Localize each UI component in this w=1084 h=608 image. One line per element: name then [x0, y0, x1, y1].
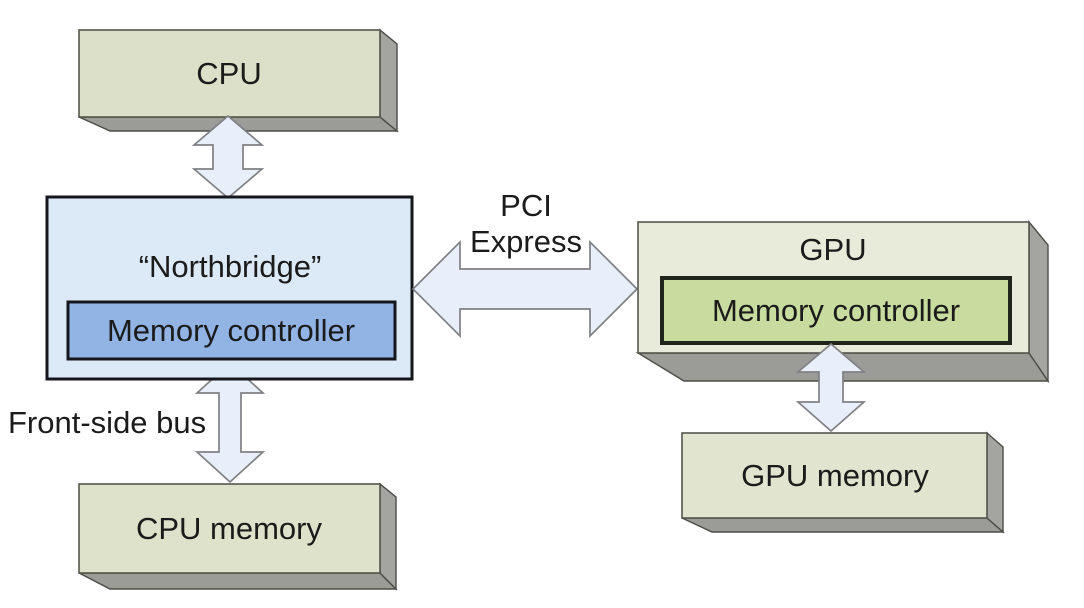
front-side-bus-label: Front-side bus: [8, 405, 206, 440]
gpu-memory-bottom-face: [681, 517, 1005, 533]
gpu-memory-controller-label: Memory controller: [712, 293, 960, 328]
gpu-memory-box: [681, 431, 1005, 534]
cpu-memory-controller-label: Memory controller: [107, 313, 355, 348]
cpu-box-front-face: [78, 29, 381, 118]
cpu-memory-controller-box: [66, 300, 397, 361]
northbridge-box: [45, 195, 414, 381]
gpu-box: [635, 220, 1050, 384]
pci-express-label-line1: PCI: [500, 188, 552, 223]
gpu-memory-controller-box: [660, 276, 1012, 345]
gpu-memory-right-face: [986, 431, 1004, 534]
northbridge-label: “Northbridge”: [139, 249, 322, 284]
gpu-memory-front-face: [681, 432, 988, 519]
cpu-memory-front-face: [78, 483, 381, 574]
cpu-label: CPU: [196, 56, 261, 91]
gpu-memory-label: GPU memory: [741, 458, 929, 493]
cpu-memory-box: [78, 482, 398, 591]
front-side-bus-arrow: [194, 361, 266, 484]
gpu-label: GPU: [799, 232, 866, 267]
cpu-memory-bottom-face: [78, 572, 398, 590]
cpu-box: [78, 28, 399, 133]
cpu-memory-right-face: [379, 482, 397, 591]
pci-express-arrow: [411, 239, 639, 339]
cpu-memory-label: CPU memory: [136, 511, 323, 546]
cpu-box-right-face: [379, 28, 398, 133]
gpu-box-right-face: [1028, 220, 1049, 384]
pci-express-label-line2: Express: [470, 224, 582, 259]
gpu-memory-arrow: [795, 342, 867, 433]
